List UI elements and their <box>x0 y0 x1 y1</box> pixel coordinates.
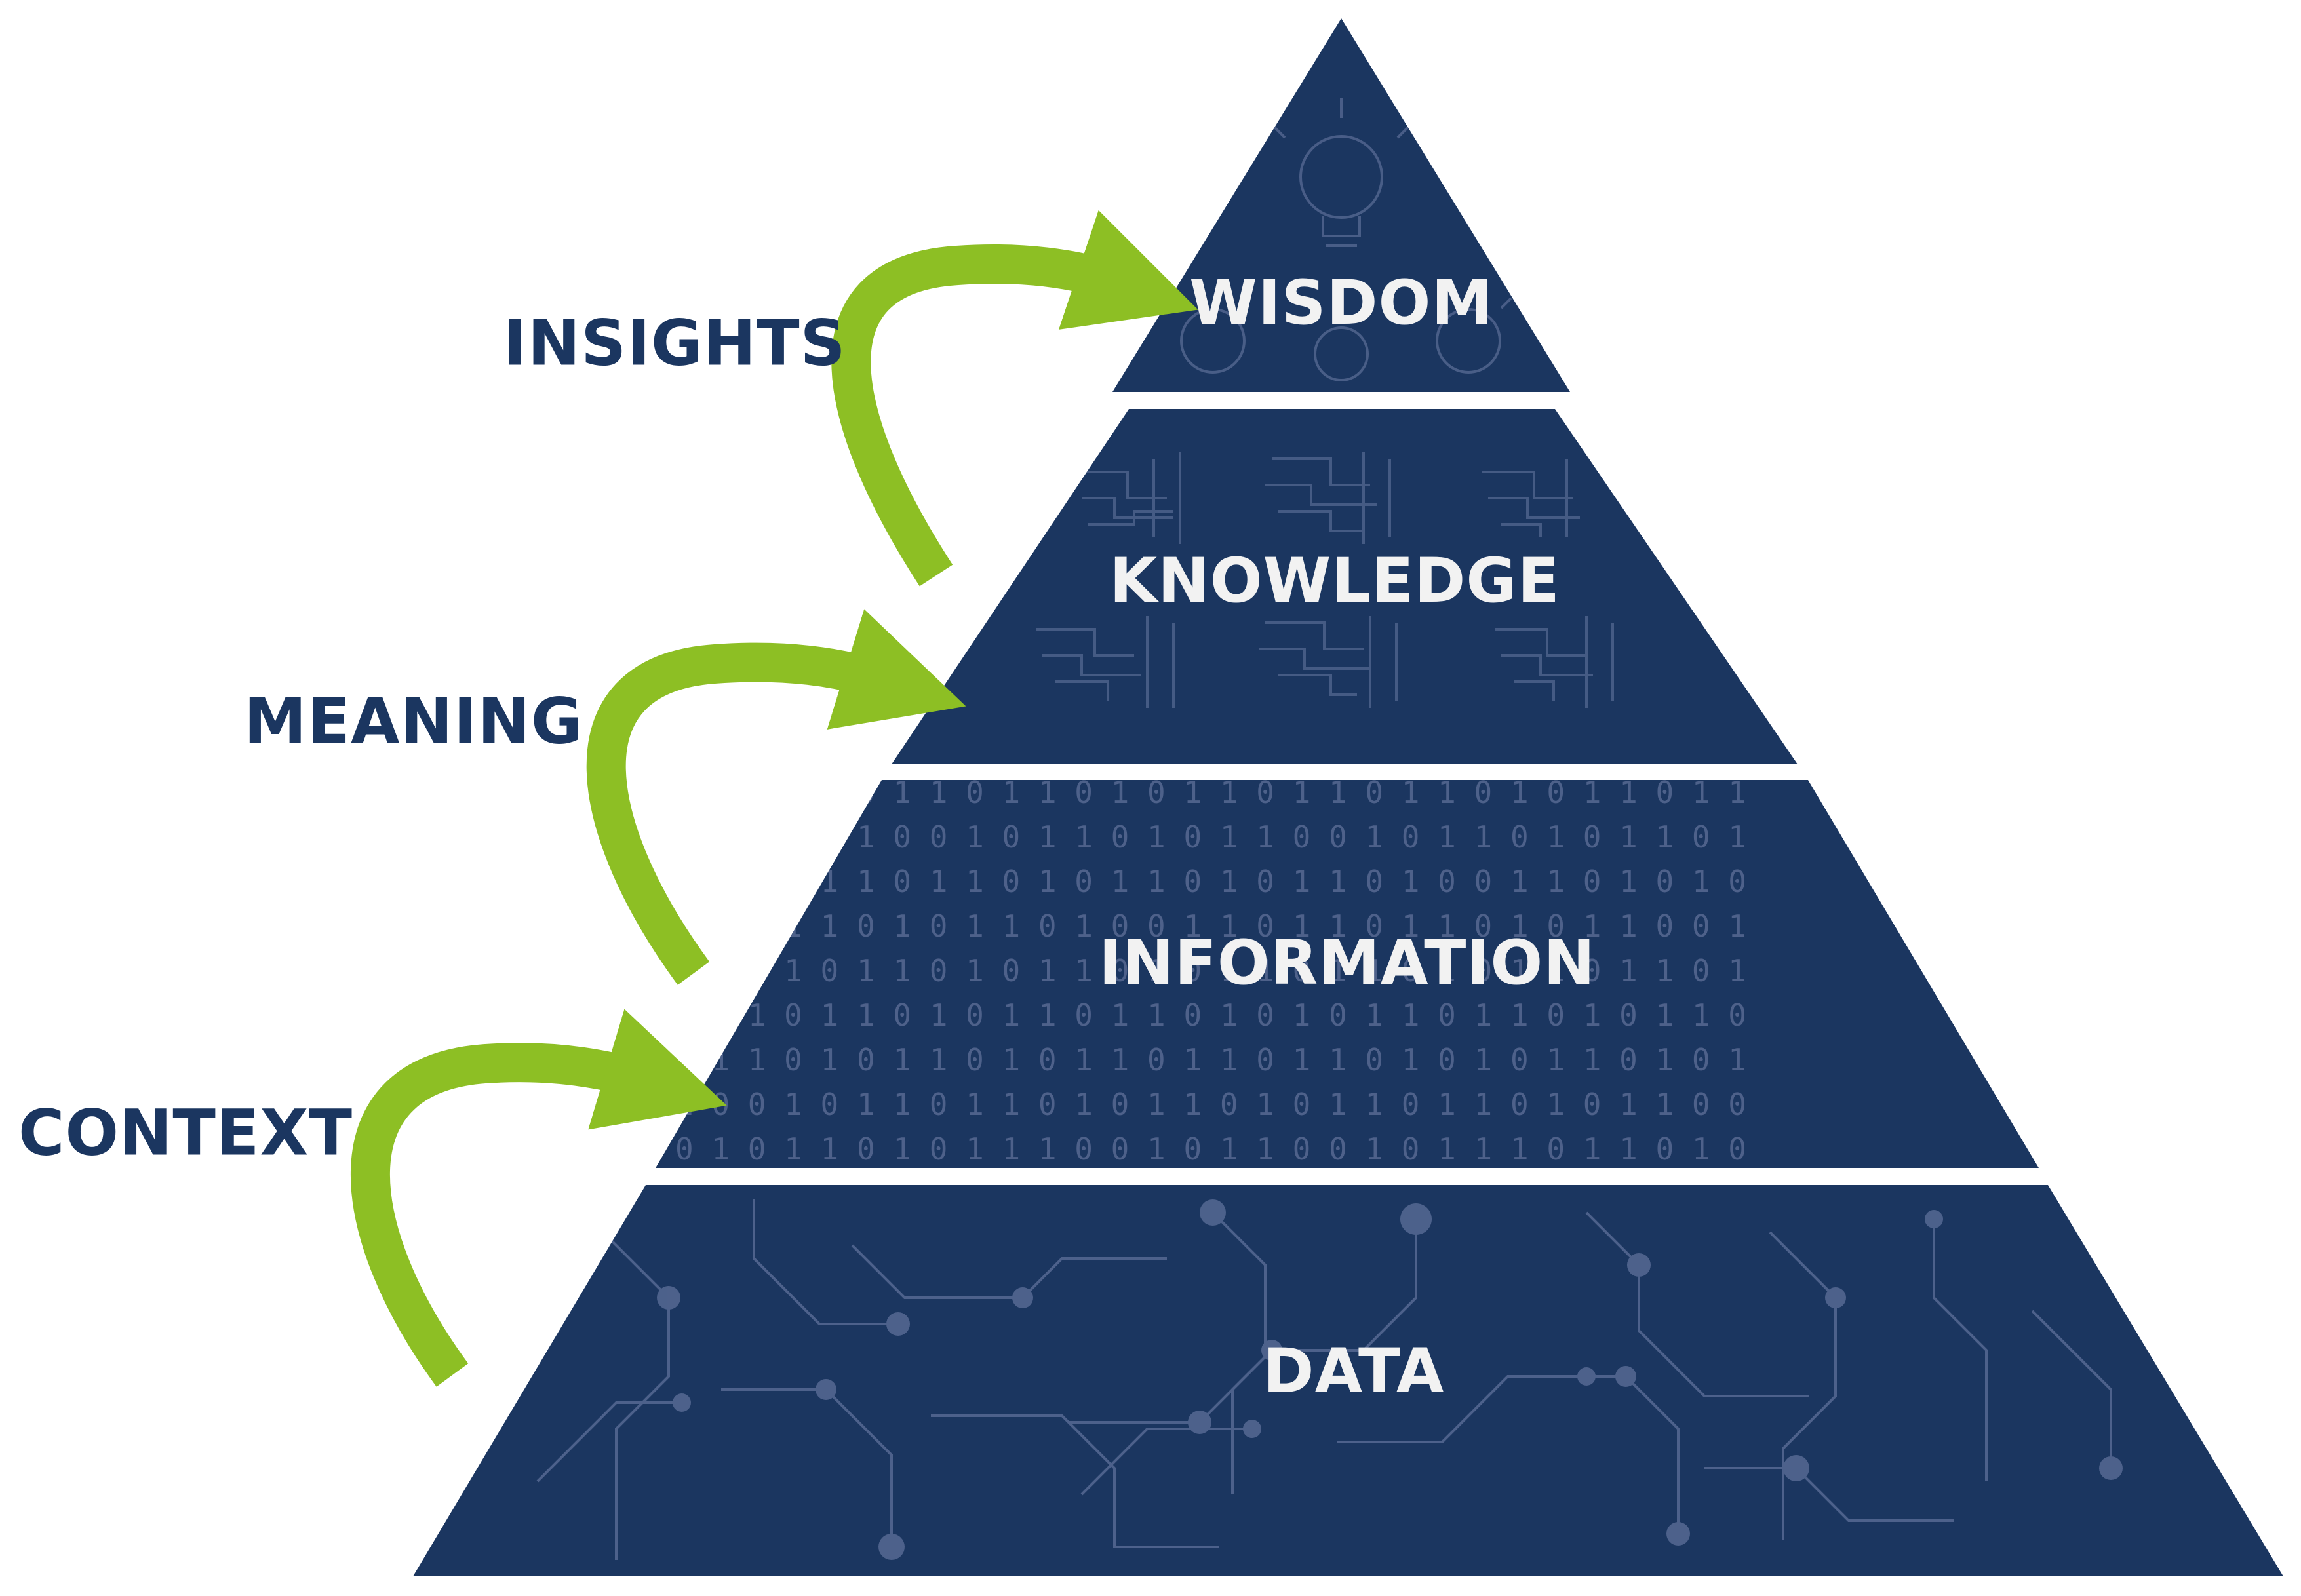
svg-text:0 1 1 0 1 0 1 1 0 1 1 0 1 0 1: 0 1 1 0 1 0 1 1 0 1 1 0 1 0 1 1 0 1 1 0 … <box>675 775 1746 810</box>
transition-context-label: CONTEXT <box>18 1096 353 1169</box>
tier-knowledge-label: KNOWLEDGE <box>1109 545 1560 617</box>
arrow-meaning <box>586 609 966 985</box>
tier-information-shape <box>656 780 2039 1168</box>
tier-wisdom-label: WISDOM <box>1189 267 1493 339</box>
tier-data-shape <box>413 1185 2283 1576</box>
svg-text:0 1 0 0 1 1 0 1 1 0 1 0 1 1 0: 0 1 0 0 1 1 0 1 1 0 1 0 1 1 0 1 0 1 1 0 … <box>675 864 1746 899</box>
svg-text:0 1 0 1 1 0 1 0 1 1 1 0 0 1 0: 0 1 0 1 1 0 1 0 1 1 1 0 0 1 0 1 1 0 0 1 … <box>675 1131 1746 1167</box>
tier-wisdom: WISDOM <box>1112 18 1570 392</box>
transition-insights: INSIGHTS <box>503 210 1198 587</box>
svg-text:0 0 1 1 0 1 1 0 1 0 1 1 0 1 0: 0 0 1 1 0 1 1 0 1 0 1 1 0 1 0 1 1 0 1 1 … <box>675 953 1746 988</box>
tier-information: 0 1 1 0 1 0 1 1 0 1 1 0 1 0 1 1 0 1 1 0 … <box>656 775 2039 1168</box>
tier-information-label: INFORMATION <box>1099 927 1596 999</box>
arrow-context <box>351 1009 727 1387</box>
svg-text:1 1 0 1 1 0 1 0 1 1 0 1 0 0 1: 1 1 0 1 1 0 1 0 1 1 0 1 0 0 1 1 0 1 1 0 … <box>675 908 1746 944</box>
tier-wisdom-shape <box>1112 18 1570 392</box>
transition-meaning-label: MEANING <box>244 684 583 758</box>
transition-insights-label: INSIGHTS <box>503 306 846 380</box>
transition-context: CONTEXT <box>18 1009 727 1387</box>
tier-data: DATA <box>413 1185 2283 1576</box>
arrow-insights <box>831 210 1198 587</box>
svg-text:0 1 1 0 1 0 1 1 0 1 0 1 1 0 1: 0 1 1 0 1 0 1 1 0 1 0 1 1 0 1 1 0 1 1 0 … <box>675 1042 1746 1078</box>
svg-text:1 0 1 1 0 1 0 0 1 0 1 1 0 1 0: 1 0 1 1 0 1 0 0 1 0 1 1 0 1 0 1 1 0 0 1 … <box>675 819 1746 855</box>
svg-text:1 0 1 0 1 1 0 1 0 1 1 0 1 1 0: 1 0 1 0 1 1 0 1 0 1 1 0 1 1 0 1 0 1 0 1 … <box>675 998 1746 1033</box>
transition-meaning: MEANING <box>244 609 966 985</box>
circuit-brain-icon <box>1036 452 1614 708</box>
binary-digits: 0 1 1 0 1 0 1 1 0 1 1 0 1 0 1 1 0 1 1 0 … <box>675 775 1746 1167</box>
svg-text:1 0 0 1 0 1 1 0 1 1 0 1 0 1 1: 1 0 0 1 0 1 1 0 1 1 0 1 0 1 1 0 1 0 1 1 … <box>675 1087 1746 1122</box>
tier-data-label: DATA <box>1263 1336 1444 1407</box>
circuit-traces <box>536 1199 2123 1560</box>
tier-knowledge: KNOWLEDGE <box>892 409 1798 764</box>
